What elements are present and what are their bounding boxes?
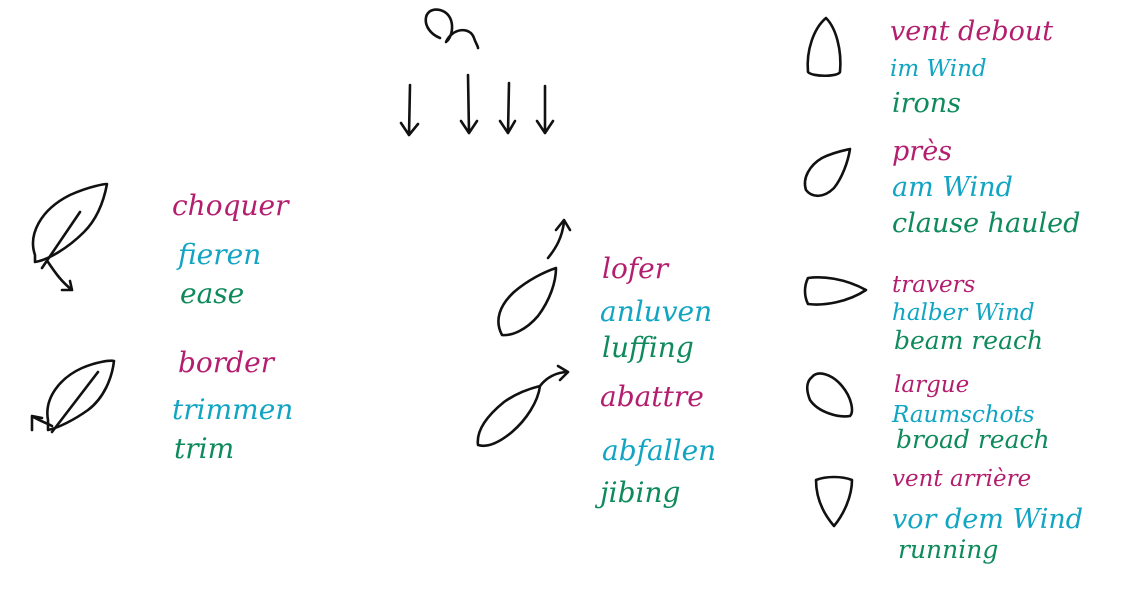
- jibe-german-label: abfallen: [602, 434, 716, 467]
- irons-german-label: im Wind: [890, 56, 987, 82]
- ease-arrow-icon: [46, 260, 74, 292]
- boat-close-hauled-icon: [803, 147, 852, 198]
- steering-labels: lofer anluven luffing abattre abfallen j…: [594, 252, 716, 509]
- ease-english-label: ease: [180, 277, 244, 310]
- running-french-label: vent arrière: [892, 466, 1031, 492]
- sail-icon: [46, 359, 116, 432]
- beam-reach-german-label: halber Wind: [892, 300, 1035, 326]
- sail-batten-icon: [50, 370, 100, 434]
- wind-arrow-icon: [535, 84, 555, 135]
- wind-indicator: [399, 8, 555, 137]
- points-of-sail-icons: [803, 16, 868, 528]
- sail-icon: [31, 182, 109, 264]
- trim-arrow-icon: [30, 414, 54, 432]
- wind-arrows: [399, 73, 555, 137]
- trim-english-label: trim: [174, 432, 234, 465]
- luff-arrow-icon: [546, 218, 572, 260]
- ease-french-label: choquer: [172, 189, 290, 222]
- luff-french-label: lofer: [602, 252, 670, 285]
- sail-trim-figure: [30, 359, 116, 434]
- broad-reach-french-label: largue: [894, 372, 969, 398]
- jibe-english-label: jibing: [594, 476, 680, 509]
- wind-arrow-icon: [399, 83, 420, 137]
- boat-hull-icon: [476, 384, 542, 448]
- luff-german-label: anluven: [600, 295, 712, 328]
- boat-irons-icon: [806, 16, 842, 78]
- jibe-arrow-icon: [538, 364, 570, 388]
- close-hauled-french-label: près: [892, 136, 952, 167]
- irons-french-label: vent debout: [890, 16, 1053, 47]
- luffing-boat-figure: [497, 218, 572, 337]
- broad-reach-english-label: broad reach: [896, 425, 1050, 454]
- jibing-boat-figure: [476, 364, 570, 448]
- broad-reach-german-label: Raumschots: [891, 402, 1035, 428]
- trim-french-label: border: [178, 346, 276, 379]
- beam-reach-french-label: travers: [892, 272, 976, 298]
- wind-arrow-icon: [498, 81, 517, 135]
- close-hauled-english-label: clause hauled: [892, 208, 1080, 239]
- sail-trim-labels: choquer fieren ease border trimmen trim: [172, 189, 293, 465]
- irons-english-label: irons: [892, 88, 961, 119]
- sail-batten-icon: [40, 210, 82, 270]
- boat-broad-reach-icon: [805, 372, 854, 418]
- close-hauled-german-label: am Wind: [892, 172, 1013, 203]
- boat-beam-reach-icon: [803, 276, 868, 306]
- wind-glyph-icon: [424, 8, 480, 50]
- running-german-label: vor dem Wind: [892, 504, 1083, 535]
- points-of-sail-labels: vent debout im Wind irons près am Wind c…: [890, 16, 1083, 564]
- sail-ease-figure: [31, 182, 109, 292]
- boat-running-icon: [814, 475, 854, 528]
- wind-arrow-icon: [459, 73, 479, 135]
- luff-english-label: luffing: [602, 331, 694, 364]
- trim-german-label: trimmen: [172, 393, 293, 426]
- running-english-label: running: [898, 535, 998, 564]
- boat-hull-icon: [497, 266, 558, 337]
- beam-reach-english-label: beam reach: [894, 326, 1043, 355]
- ease-german-label: fieren: [176, 238, 261, 271]
- jibe-french-label: abattre: [600, 380, 704, 413]
